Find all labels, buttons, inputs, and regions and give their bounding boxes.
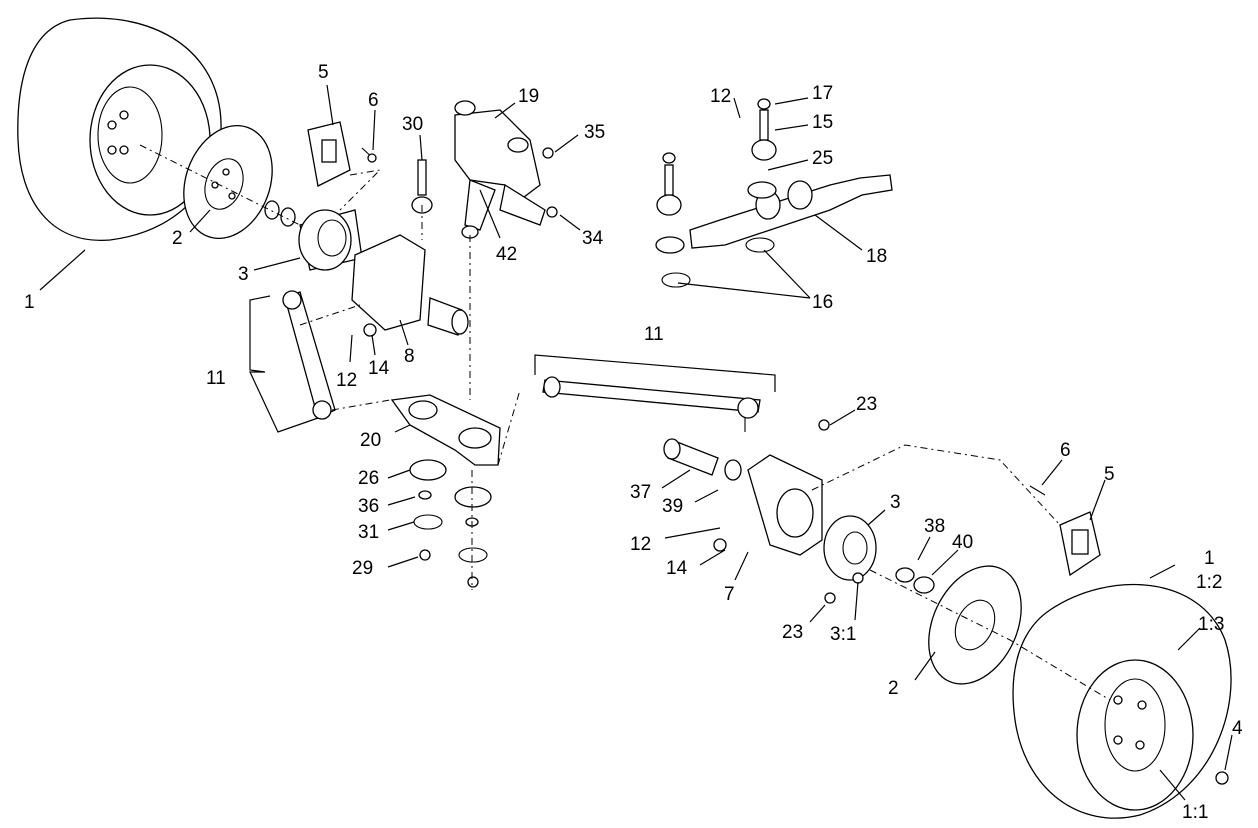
callout-label: 40 — [952, 532, 973, 553]
callout-label: 15 — [812, 112, 833, 133]
callout-label: 1:1 — [1182, 802, 1208, 823]
left-brake-rotor — [183, 124, 273, 240]
callout-label: 12 — [710, 86, 731, 107]
callout-label: 6 — [368, 90, 379, 111]
callout-label: 1:3 — [1198, 614, 1224, 635]
bellcrank — [390, 394, 501, 588]
callout-label: 3 — [890, 492, 901, 513]
callout-label: 2 — [888, 678, 899, 699]
left-tire — [17, 17, 222, 241]
callout-label: 34 — [582, 228, 604, 249]
king-pin-left — [655, 152, 691, 288]
callout-label: 14 — [666, 558, 688, 579]
right-tire — [1012, 583, 1232, 819]
callout-label: 17 — [812, 83, 833, 104]
steering-pivot-arm — [411, 100, 558, 239]
callout-label: 5 — [1104, 464, 1115, 485]
callout-label: 2 — [172, 228, 183, 249]
callout-label: 8 — [404, 346, 415, 367]
callout-label: 14 — [368, 358, 390, 379]
callout-label: 1:2 — [1196, 572, 1222, 593]
callout-label: 23 — [782, 622, 803, 643]
callout-label: 29 — [352, 558, 373, 579]
left-tie-rod — [282, 290, 336, 420]
callout-label: 39 — [662, 496, 683, 517]
left-hub-bearing — [264, 200, 363, 271]
callout-label: 11 — [644, 324, 664, 345]
callout-label: 36 — [358, 496, 379, 517]
right-tie-rod — [542, 376, 761, 432]
leader-lines — [39, 84, 1233, 801]
left-spindle — [351, 234, 469, 337]
left-brake-caliper — [307, 121, 377, 187]
axle-tube — [689, 174, 893, 249]
callout-label: 1 — [1204, 548, 1215, 569]
callout-label: 16 — [812, 292, 833, 313]
callout-label: 7 — [724, 584, 735, 605]
right-brake-caliper — [1029, 485, 1101, 577]
callout-label: 11 — [206, 368, 226, 389]
callout-label: 38 — [924, 516, 945, 537]
callout-label: 19 — [518, 86, 539, 107]
callout-label: 42 — [496, 244, 517, 265]
callout-label: 1 — [24, 292, 35, 313]
callout-label: 31 — [358, 522, 379, 543]
assembly-centerlines — [139, 144, 1111, 701]
callout-label: 12 — [336, 370, 357, 391]
callout-label: 20 — [360, 430, 381, 451]
callout-labels: 1 2 3 5 6 11 12 14 8 30 19 35 34 42 12 1… — [24, 62, 1243, 823]
callout-label: 3 — [238, 264, 249, 285]
callout-label: 5 — [318, 62, 329, 83]
king-pin-right — [745, 98, 777, 253]
callout-label: 30 — [402, 114, 423, 135]
right-hub-bearing — [818, 419, 935, 604]
callout-label: 26 — [358, 468, 379, 489]
callout-label: 25 — [812, 148, 833, 169]
callout-label: 3:1 — [830, 624, 856, 645]
right-brake-rotor — [928, 565, 1022, 685]
right-spindle — [663, 438, 823, 556]
callout-label: 12 — [630, 534, 651, 555]
callout-label: 37 — [630, 482, 651, 503]
callout-label: 35 — [584, 122, 605, 143]
callout-label: 18 — [866, 246, 887, 267]
callout-label: 4 — [1232, 718, 1243, 739]
callout-label: 6 — [1060, 440, 1071, 461]
callout-label: 23 — [856, 394, 877, 415]
